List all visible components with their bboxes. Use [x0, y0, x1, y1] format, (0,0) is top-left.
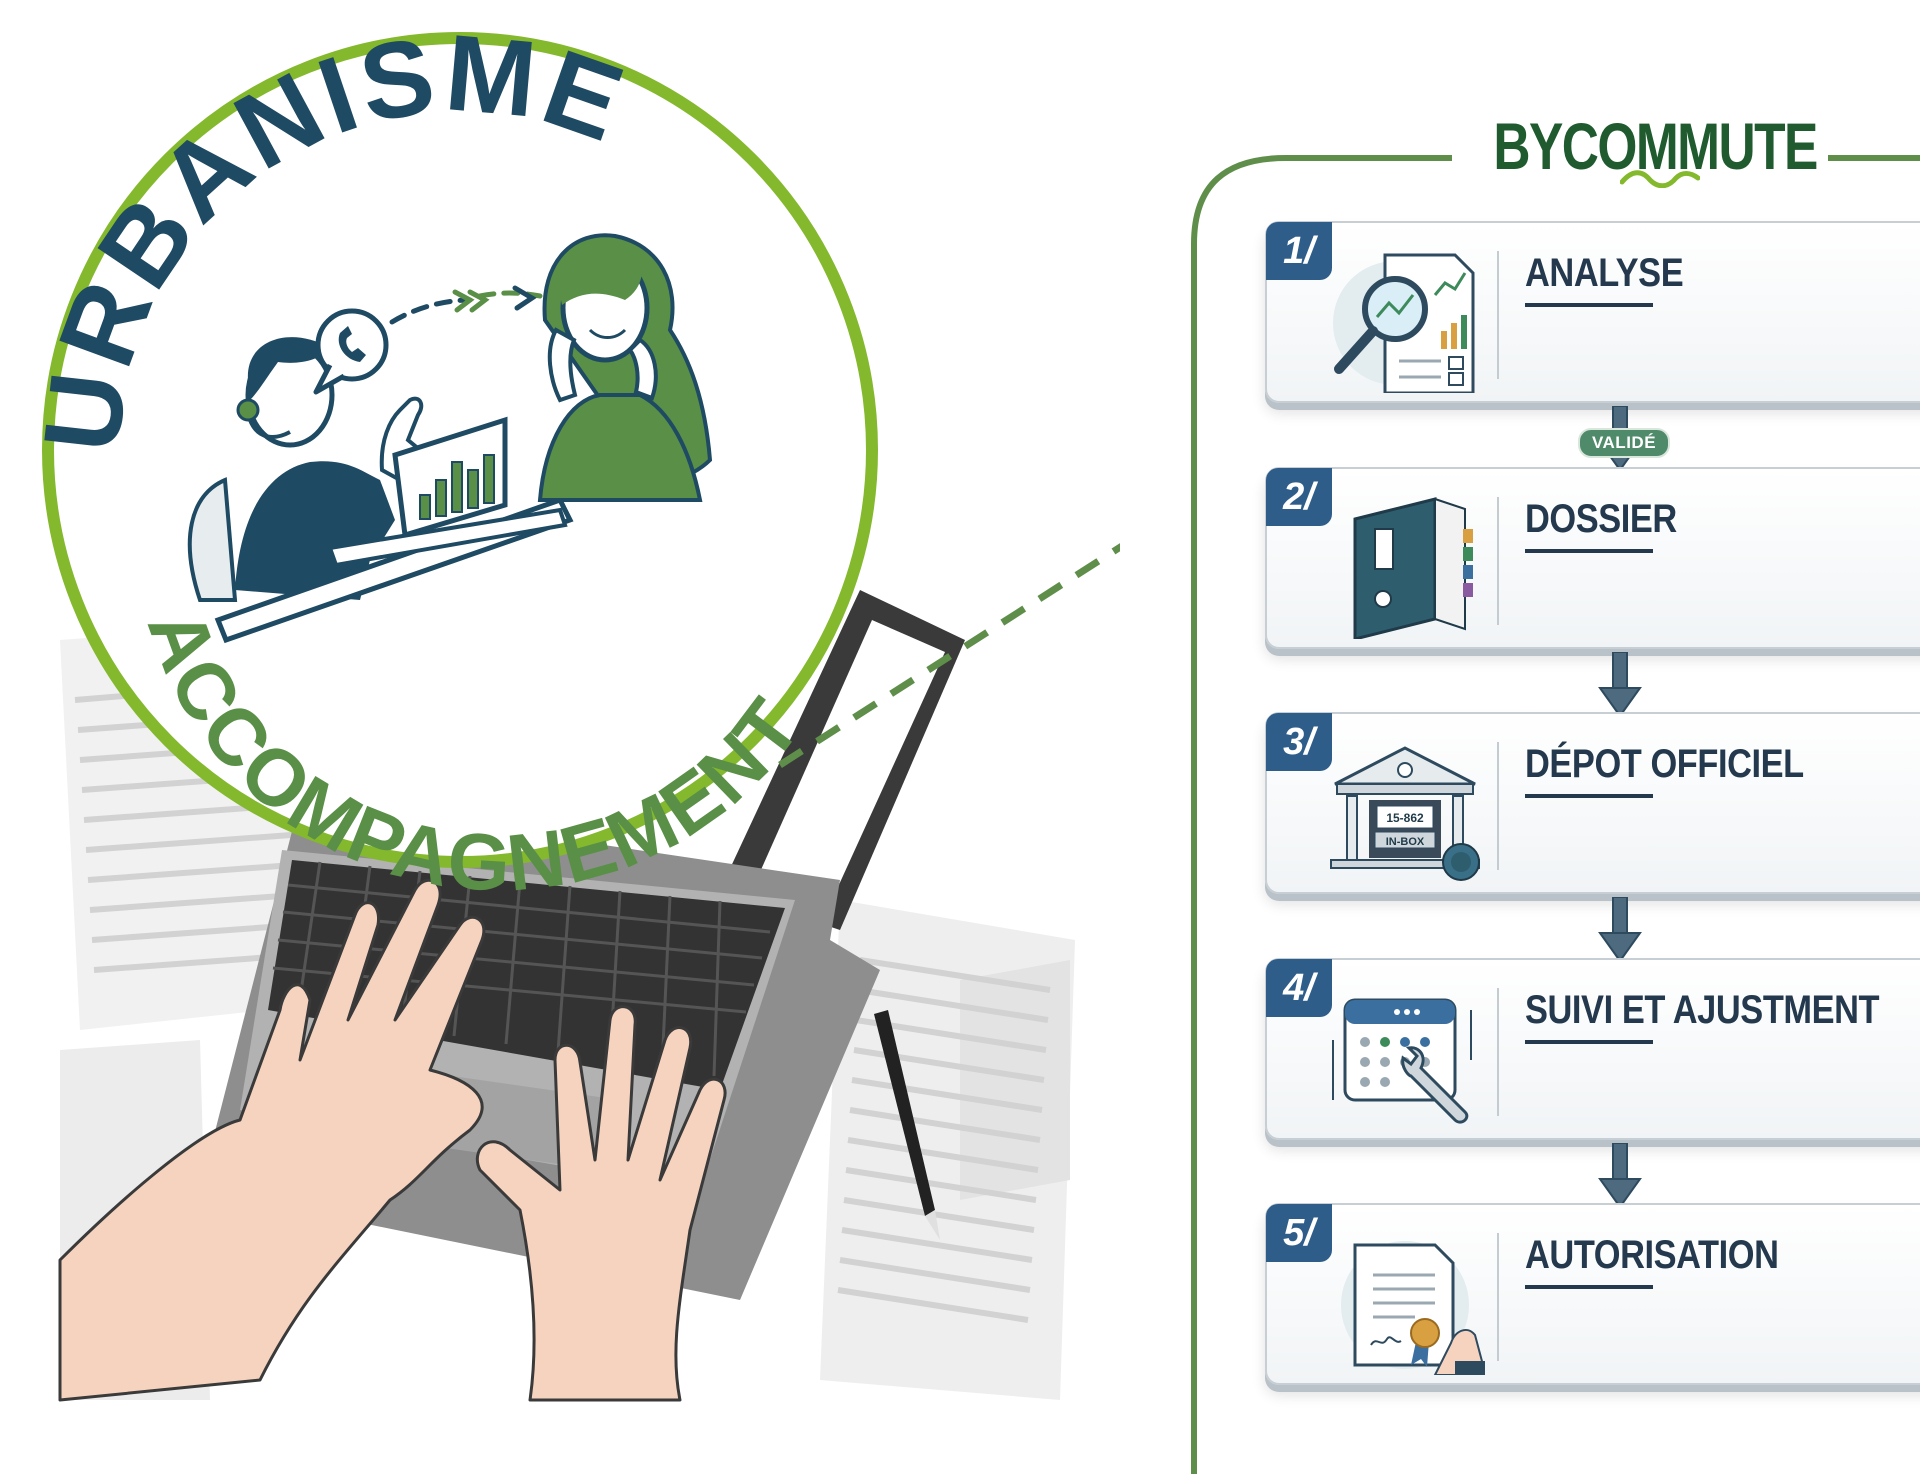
step-number: 4/ [1266, 959, 1332, 1017]
certificate-icon [1341, 1241, 1485, 1375]
step-underline [1525, 1040, 1653, 1044]
step-divider [1497, 988, 1499, 1116]
step-divider [1497, 497, 1499, 625]
step-number: 2/ [1266, 468, 1332, 526]
step-divider [1497, 1233, 1499, 1361]
step-number: 3/ [1266, 713, 1332, 771]
step-title: DÉPOT OFFICIEL [1525, 742, 1804, 786]
step-card-dossier: 2/ DOSSIER [1265, 467, 1920, 649]
brand-name: BYCOMMUTE [1493, 109, 1818, 183]
down-arrow-icon [1598, 897, 1642, 963]
step-title: SUIVI ET AJUSTMENT [1525, 988, 1880, 1032]
hands [58, 878, 727, 1402]
step-title: AUTORISATION [1525, 1233, 1779, 1277]
step-underline [1525, 549, 1653, 553]
step-card-analyse: 1/ ANALYSE [1265, 221, 1920, 403]
step-card-suivi: 4/ SUIVI ET AJUSTMENT [1265, 958, 1920, 1140]
pen [874, 1010, 940, 1240]
call-arrow [389, 285, 543, 325]
consultant-figure [187, 308, 574, 644]
building-code: 15-862 [1386, 811, 1424, 825]
step-underline [1525, 1285, 1653, 1289]
down-arrow-icon [1598, 652, 1642, 718]
step-card-depot: 3/ 15-862 IN-BOX DÉPOT OFFICIEL [1265, 712, 1920, 894]
calendar-wrench-icon [1332, 998, 1472, 1124]
step-underline [1525, 303, 1653, 307]
step-number: 5/ [1266, 1204, 1332, 1262]
step-divider [1497, 742, 1499, 870]
dashed-connector [778, 543, 1120, 768]
binder-icon [1353, 497, 1473, 639]
step-card-autorisation: 5/ AUTORISATION [1265, 1203, 1920, 1385]
down-arrow-icon [1598, 1143, 1642, 1209]
step-title: DOSSIER [1525, 497, 1677, 541]
step-divider [1497, 251, 1499, 379]
urbanisme-badge [42, 32, 878, 868]
steps-frame [1191, 155, 1920, 1474]
step-number: 1/ [1266, 222, 1332, 280]
step-underline [1525, 794, 1653, 798]
client-figure [537, 233, 713, 502]
inbox-label: IN-BOX [1386, 836, 1425, 848]
validated-badge: VALIDÉ [1578, 428, 1670, 458]
step-title: ANALYSE [1525, 251, 1684, 295]
government-building-icon: 15-862 IN-BOX [1330, 746, 1480, 881]
magnifier-report-icon [1333, 253, 1475, 393]
laptop-illustration [42, 32, 1120, 1402]
brand-squiggle-icon [1620, 170, 1700, 188]
brand-logo: BYCOMMUTE [1452, 108, 1828, 190]
